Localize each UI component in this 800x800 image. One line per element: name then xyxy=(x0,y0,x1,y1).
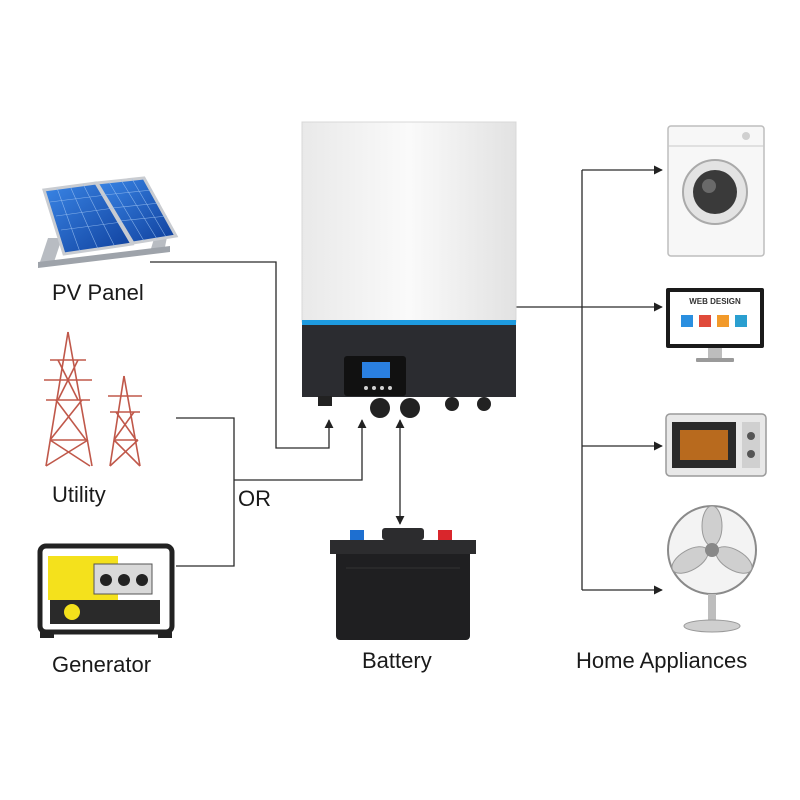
utility-label: Utility xyxy=(52,482,106,507)
washing-machine-icon xyxy=(667,125,765,257)
battery-label: Battery xyxy=(362,648,432,673)
generator-icon xyxy=(37,543,175,638)
or-label: OR xyxy=(238,486,271,511)
battery-icon xyxy=(330,528,476,640)
utility-connection-line xyxy=(176,417,235,567)
utility-tower-icon xyxy=(44,331,142,467)
grid-connection-line xyxy=(234,419,367,481)
inverter-icon xyxy=(301,121,517,418)
home-appliances-label: Home Appliances xyxy=(576,648,748,673)
connection-lines xyxy=(150,165,663,595)
microwave-icon xyxy=(665,413,767,477)
pv-panel-label: PV Panel xyxy=(52,280,144,305)
monitor-icon: WEB DESIGN xyxy=(666,288,764,362)
electric-fan-icon xyxy=(667,505,757,633)
monitor-screen-text: WEB DESIGN xyxy=(689,297,741,306)
pv-connection-line xyxy=(150,261,334,449)
generator-label: Generator xyxy=(52,652,152,677)
solar-panel-icon xyxy=(38,176,179,268)
